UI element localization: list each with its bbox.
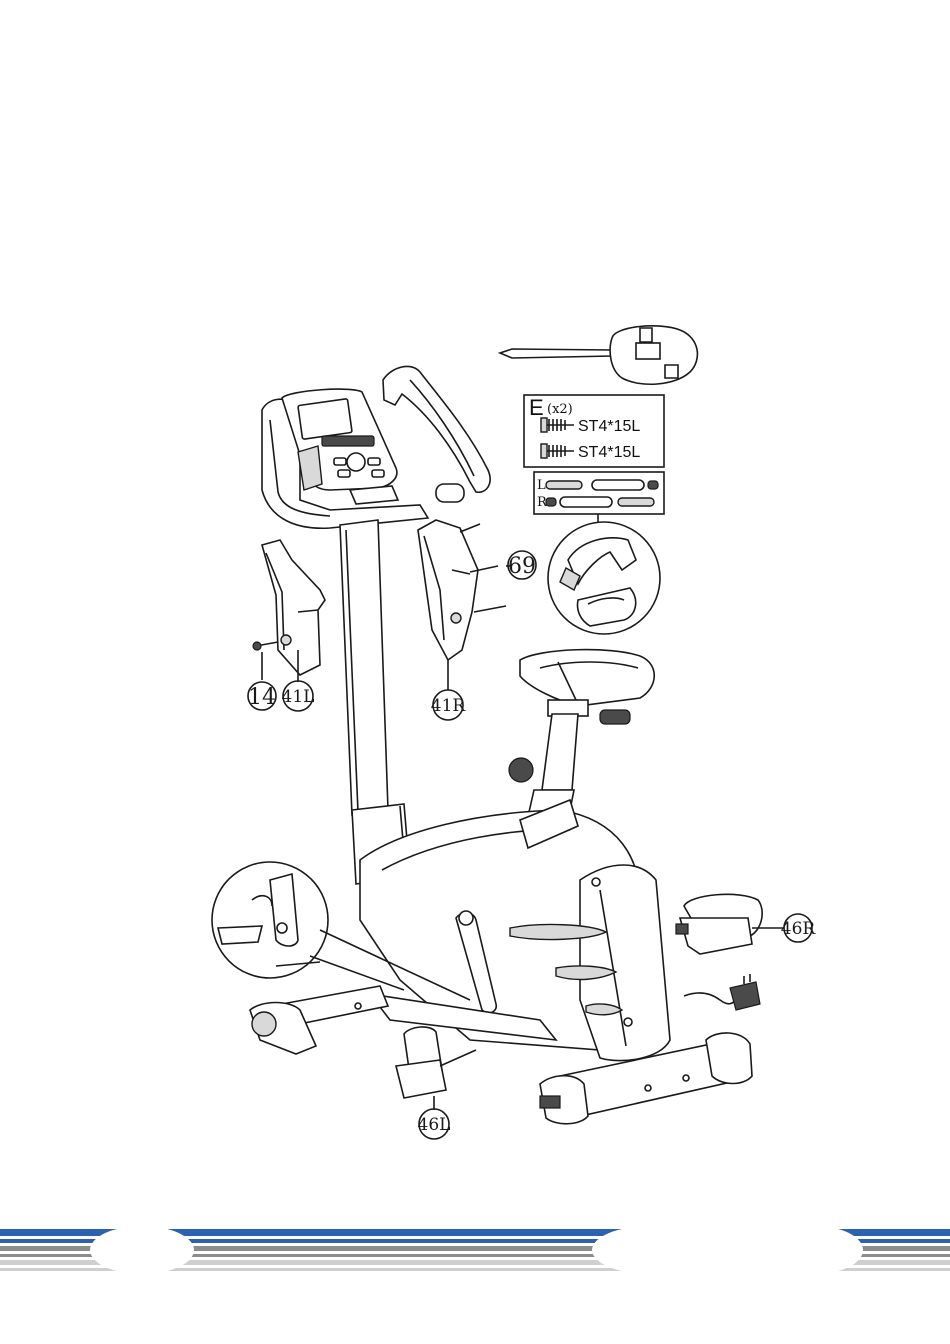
- pedal-46l: [396, 1027, 476, 1110]
- seat: [509, 650, 654, 834]
- strap-left-mark: L: [537, 478, 546, 493]
- footer-stripe: [168, 1254, 625, 1257]
- svg-text:41R: 41R: [431, 696, 467, 716]
- svg-text:14: 14: [248, 685, 276, 710]
- pedal-46r: [676, 894, 784, 954]
- upright-post: [340, 520, 410, 884]
- footer-gap: [767, 1226, 863, 1274]
- svg-text:69: 69: [508, 554, 536, 579]
- svg-text:46L: 46L: [418, 1115, 451, 1135]
- hardware-letter: E: [529, 395, 544, 420]
- wrench-tool: [500, 326, 697, 384]
- callout-14: 14: [248, 682, 276, 710]
- footer-gap: [592, 1226, 708, 1274]
- hardware-item: ST4*15L: [578, 418, 640, 435]
- footer-stripe: [838, 1229, 950, 1236]
- footer-stripe: [0, 1268, 120, 1271]
- footer-stripe: [838, 1268, 950, 1271]
- power-adapter: [684, 974, 760, 1010]
- footer-stripe: [168, 1260, 625, 1265]
- footer-stripe: [168, 1239, 625, 1243]
- strap-detail-circle: [548, 522, 660, 634]
- hardware-quantity: (x2): [547, 402, 573, 417]
- footer-gap: [90, 1226, 194, 1274]
- callout-46r: 46R: [781, 914, 817, 942]
- footer-stripe: [168, 1229, 625, 1236]
- front-stabilizer: [250, 986, 388, 1054]
- hardware-item: ST4*15L: [578, 444, 640, 461]
- pedal-strap-box: L R: [534, 472, 664, 524]
- callout-41l: 41L: [282, 681, 315, 711]
- callout-46l: 46L: [418, 1109, 451, 1139]
- footer-stripe: [168, 1268, 625, 1271]
- cover-41l: [253, 540, 325, 682]
- footer-stripes: [0, 1226, 950, 1274]
- svg-text:46R: 46R: [781, 919, 817, 939]
- hardware-box: E (x2) ST4*15L ST4*15L: [524, 395, 664, 467]
- cover-41r: [418, 520, 510, 690]
- svg-text:41L: 41L: [282, 687, 315, 707]
- callout-41r: 41R: [431, 690, 467, 720]
- callout-69: 69: [508, 551, 536, 579]
- footer-stripe: [168, 1246, 625, 1251]
